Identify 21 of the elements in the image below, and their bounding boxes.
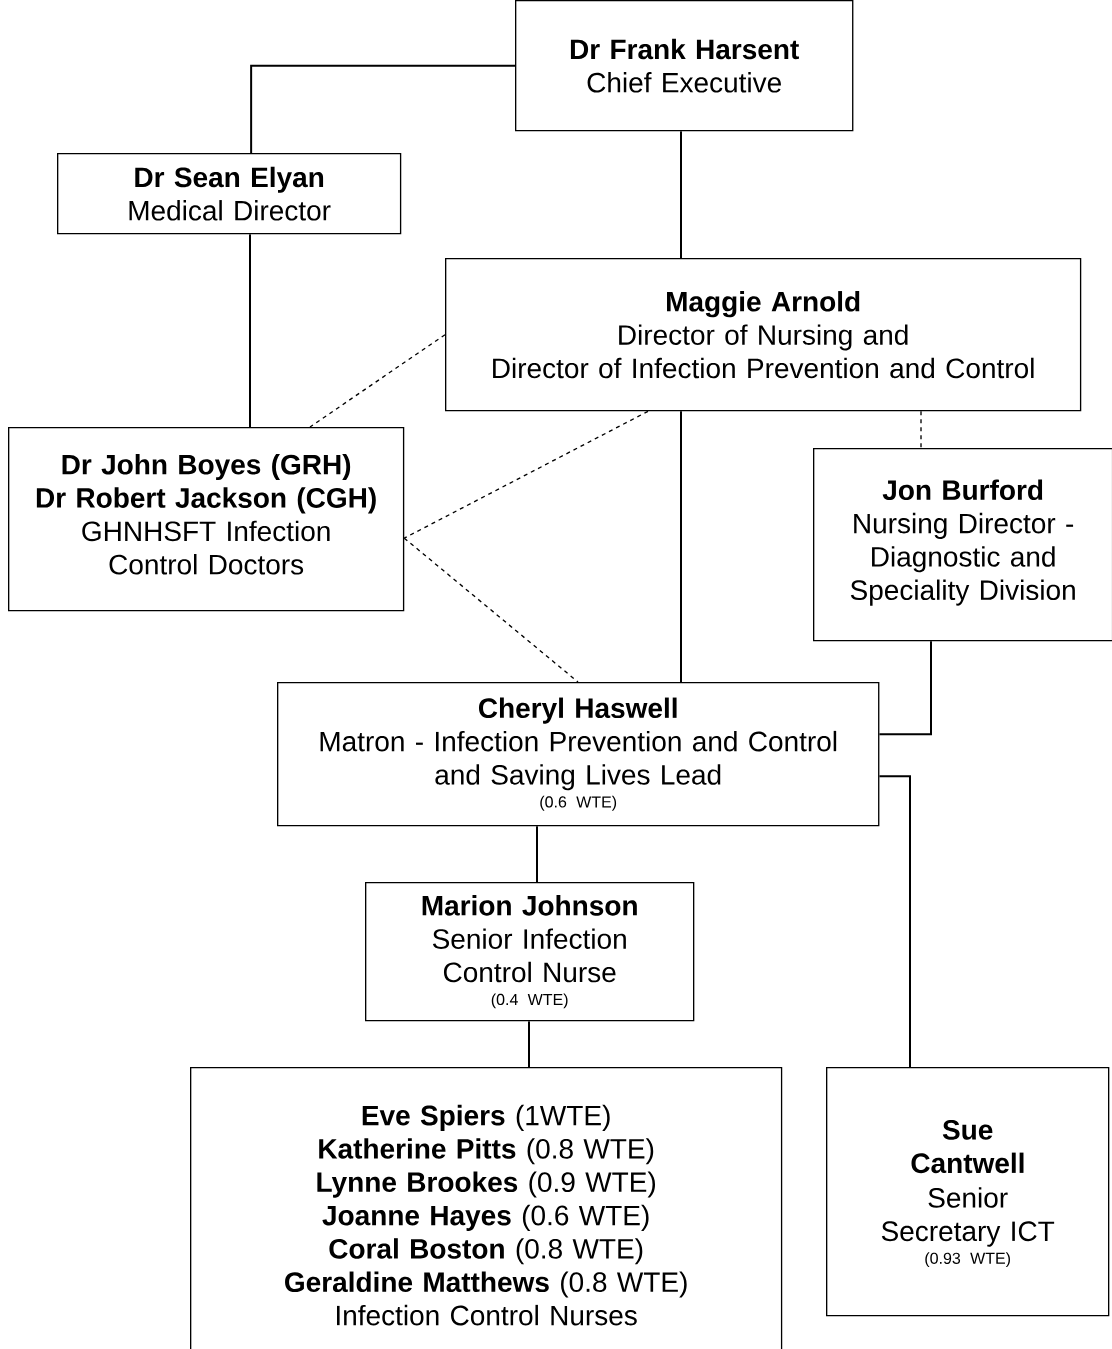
org-box: Dr Sean Elyan Medical Director [57, 153, 402, 235]
connector-line [250, 64, 516, 154]
org-box: Cheryl Haswell Matron - Infection Prevention and Control and Saving Lives Lead (0.6 WTE) [277, 682, 880, 827]
connector-line [680, 410, 682, 683]
connector-line [249, 233, 251, 428]
connector-line [536, 825, 538, 883]
org-box: Maggie Arnold Director of Nursing and Director of Infection Prevention and Control [445, 258, 1082, 412]
connector-line [309, 334, 446, 428]
connector-line [528, 1020, 530, 1068]
connector-line [403, 410, 649, 539]
org-box: Dr Frank Harsent Chief Executive [515, 0, 854, 132]
connector-line [680, 130, 682, 259]
org-box: Sue Cantwell Senior Secretary ICT (0.93 WTE) [826, 1067, 1110, 1317]
connector-line [878, 640, 932, 736]
org-box: Dr John Boyes (GRH) Dr Robert Jackson (CGH) GHNHSFT Infection Control Doctors [8, 427, 405, 612]
connector-line [403, 537, 579, 683]
org-box: Eve Spiers (1WTE) Katherine Pitts (0.8 WTE) Lynne Brookes (0.9 WTE) Joanne Hayes (0.6 WTE) Coral Boston (0.8 WTE) Geraldine Matthews (0.8 WTE) Infection Control Nurses [190, 1067, 783, 1349]
org-box: Marion Johnson Senior Infection Control Nurse (0.4 WTE) [365, 882, 695, 1022]
connector-line [878, 775, 911, 1068]
org-box: Jon Burford Nursing Director - Diagnostic and Speciality Division [813, 448, 1112, 642]
connector-line [920, 410, 922, 449]
